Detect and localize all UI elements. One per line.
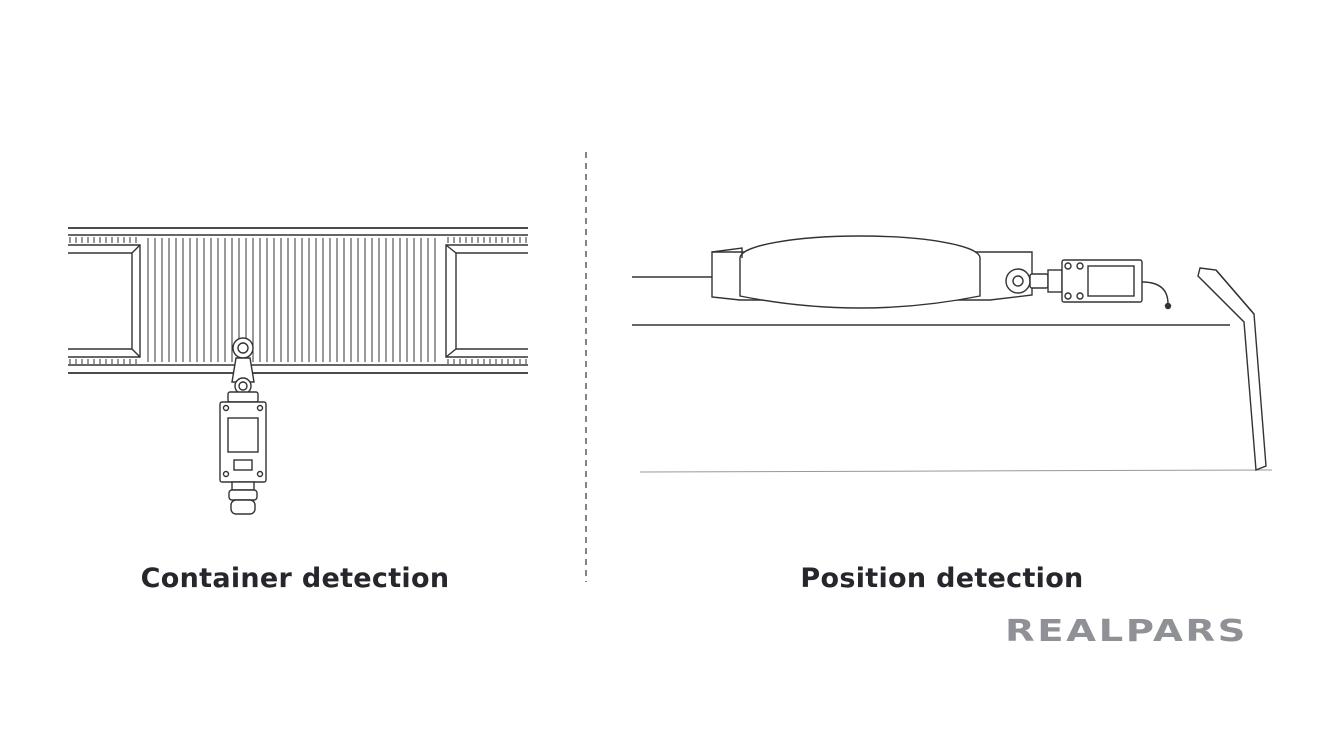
container-box-right bbox=[445, 244, 528, 358]
rotating-disc bbox=[711, 235, 1033, 309]
limit-switch-horizontal bbox=[1029, 259, 1172, 310]
caption-container-detection: Container detection bbox=[140, 563, 450, 594]
side-gate bbox=[1197, 267, 1267, 472]
conveyor-belt bbox=[68, 227, 528, 374]
caption-position-detection: Position detection bbox=[800, 563, 1084, 594]
realpars-logo: REALPARS bbox=[1005, 614, 1248, 646]
svg-text:REALPARS: REALPARS bbox=[1005, 614, 1248, 646]
machine-table bbox=[632, 276, 1273, 473]
limit-switch-vertical bbox=[219, 337, 267, 515]
container-box-left bbox=[68, 244, 141, 358]
